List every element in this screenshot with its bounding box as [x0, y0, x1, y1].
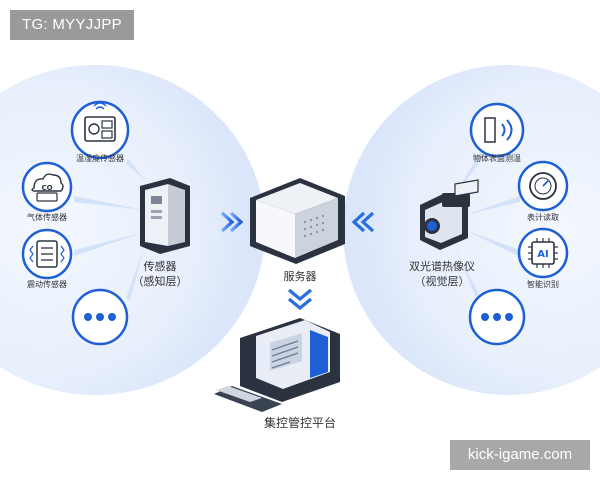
camera-title: 双光谱热像仪 （视觉层）	[392, 259, 492, 289]
right-glow	[343, 65, 600, 395]
arrow-right-to-server	[351, 211, 375, 233]
sensor-device-icon	[140, 178, 190, 254]
vibration-sensor-icon	[21, 228, 73, 280]
camera-title-line2: （视觉层）	[414, 275, 470, 288]
label-gas-sensor: 气体传感器	[27, 213, 67, 222]
watermark-badge: kick-igame.com	[450, 440, 590, 470]
label-temperature-humidity-sensor: 温湿度传感器	[76, 154, 124, 163]
platform-monitor-icon	[214, 318, 340, 412]
sensor-title: 传感器 （感知层）	[120, 259, 200, 289]
temperature-humidity-sensor-icon	[70, 100, 130, 160]
more-sensors-icon	[71, 288, 129, 346]
camera-title-line1: 双光谱热像仪	[409, 260, 475, 273]
left-glow	[0, 65, 265, 395]
surface-temperature-icon	[469, 102, 525, 158]
label-ai-recognition: 智能识别	[527, 280, 559, 289]
ai-recognition-icon	[517, 227, 569, 279]
platform-label: 集控管控平台	[263, 416, 336, 430]
label-meter-reading: 表计读取	[527, 213, 559, 222]
server-label: 服务器	[283, 270, 317, 283]
thermal-camera-icon	[420, 179, 479, 250]
label-vibration-sensor: 震动传感器	[27, 280, 67, 289]
server-icon	[250, 178, 345, 264]
ai-chip-label: AI	[537, 249, 548, 260]
sensor-title-line1: 传感器	[143, 260, 177, 273]
tag-badge: TG: MYYJJPP	[10, 10, 134, 40]
gas-icon-text: CO	[41, 184, 52, 192]
more-functions-icon	[468, 288, 526, 346]
left-beams	[74, 158, 145, 300]
arrow-server-to-platform	[287, 288, 313, 311]
gas-sensor-icon	[21, 161, 73, 213]
label-surface-temperature: 物体表面测温	[473, 154, 521, 163]
arrow-left-to-server	[220, 211, 244, 233]
sensor-title-line2: （感知层）	[132, 275, 188, 288]
meter-reading-icon	[517, 160, 569, 212]
